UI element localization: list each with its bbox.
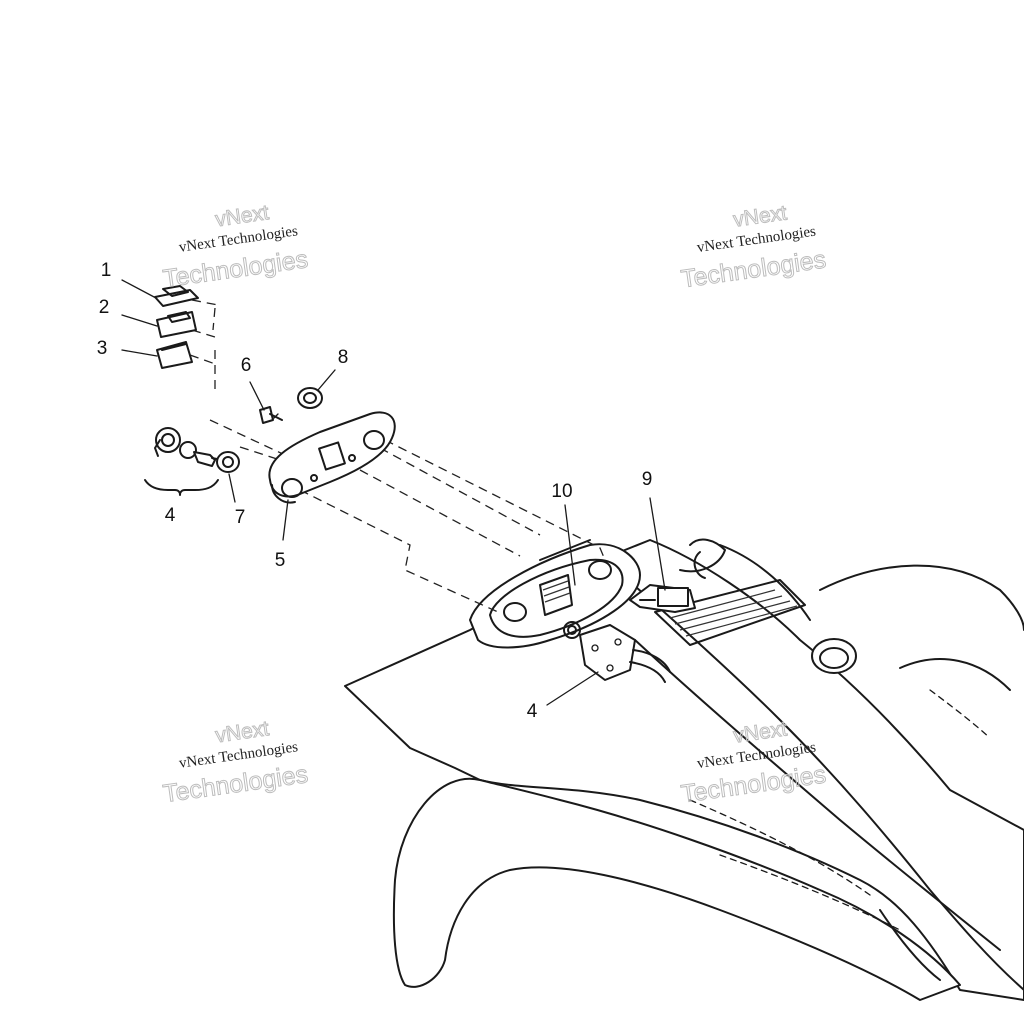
callout-7: 7 [235, 507, 246, 528]
watermark-line-vnext: vNext [214, 201, 271, 231]
leader-lines [121, 279, 666, 706]
callout-5: 5 [275, 550, 286, 571]
callout-8: 8 [338, 347, 349, 368]
rocker-switch-installed [629, 584, 696, 613]
hatched-panel [654, 579, 806, 646]
switch-cap-1 [154, 285, 199, 307]
label-plate-striped [539, 574, 573, 616]
nut-7 [216, 451, 240, 473]
callout-6: 6 [241, 355, 252, 376]
watermark-line-vnext: vNext [214, 717, 271, 747]
switch-cap-2 [156, 311, 197, 338]
key-switch-installed [563, 621, 671, 683]
callout-3: 3 [97, 338, 108, 359]
callout-9: 9 [642, 469, 653, 490]
watermark-bottom-left: vNext vNext Technologies Technologies [161, 717, 310, 809]
callout-10: 10 [551, 481, 572, 502]
watermark-top-left: vNext vNext Technologies Technologies [161, 201, 310, 294]
watermark-line-vnext: vNext [732, 201, 789, 231]
nut-8 [297, 387, 323, 409]
key-switch-assembly [154, 427, 223, 467]
exploded-guide-lines [189, 299, 606, 613]
switch-cap-3 [156, 341, 193, 369]
fender-mount-plate [469, 539, 641, 649]
mounting-plate-5 [268, 411, 396, 504]
callout-labels: 1 2 3 4 4 5 6 7 8 9 10 [97, 260, 653, 722]
callout-1: 1 [101, 260, 112, 281]
rear-fender [344, 538, 1024, 1001]
watermark-top-right: vNext vNext Technologies Technologies [679, 201, 828, 294]
callout-4-lower: 4 [527, 701, 538, 722]
callout-4-upper: 4 [165, 505, 176, 526]
group-bracket-4 [144, 479, 219, 496]
screw-6 [259, 406, 283, 424]
callout-2: 2 [99, 297, 110, 318]
